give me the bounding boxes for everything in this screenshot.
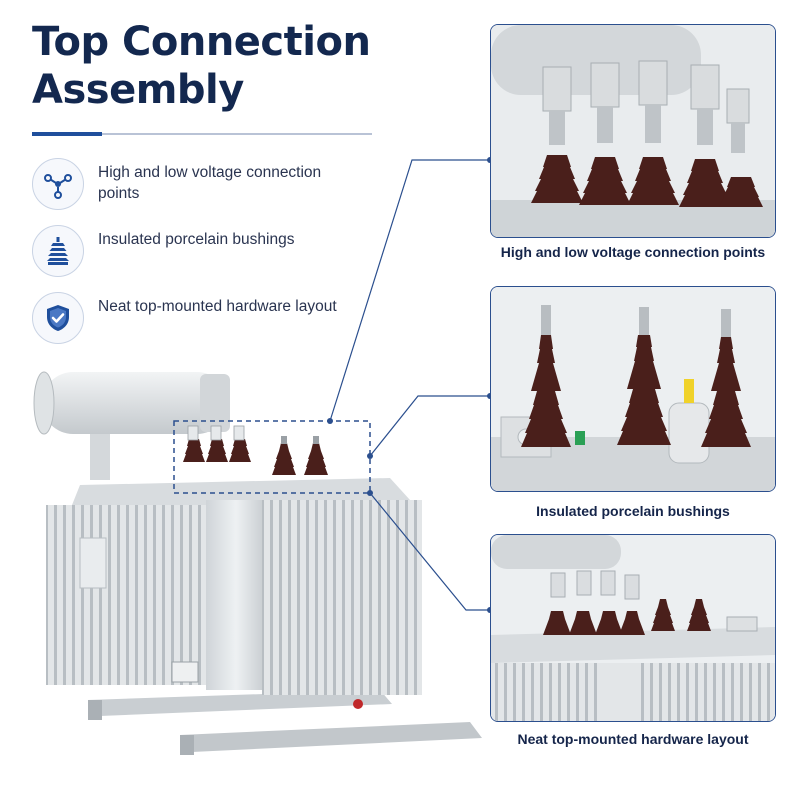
feature-text: Neat top-mounted hardware layout: [98, 298, 337, 315]
feature-item-hardware-layout: Neat top-mounted hardware layout: [32, 292, 362, 346]
title-divider-accent: [32, 132, 102, 136]
shield-check-icon: [32, 292, 84, 344]
photo-porcelain-bushings: [490, 286, 776, 492]
photo-hardware-layout: [490, 534, 776, 722]
photo-connection-points: [490, 24, 776, 238]
feature-text: High and low voltage connection points: [98, 164, 322, 202]
page-title: Top Connection Assembly: [32, 19, 371, 113]
feature-item-connection-points: High and low voltage connection points: [32, 158, 362, 212]
caption-connection-points: High and low voltage connection points: [500, 244, 766, 260]
porcelain-bushing-icon: [32, 225, 84, 277]
title-divider: [32, 133, 372, 135]
caption-hardware-layout: Neat top-mounted hardware layout: [517, 731, 749, 747]
feature-item-porcelain-bushings: Insulated porcelain bushings: [32, 225, 362, 279]
feature-text: Insulated porcelain bushings: [98, 231, 295, 248]
caption-porcelain-bushings: Insulated porcelain bushings: [536, 503, 730, 519]
connection-nodes-icon: [32, 158, 84, 210]
